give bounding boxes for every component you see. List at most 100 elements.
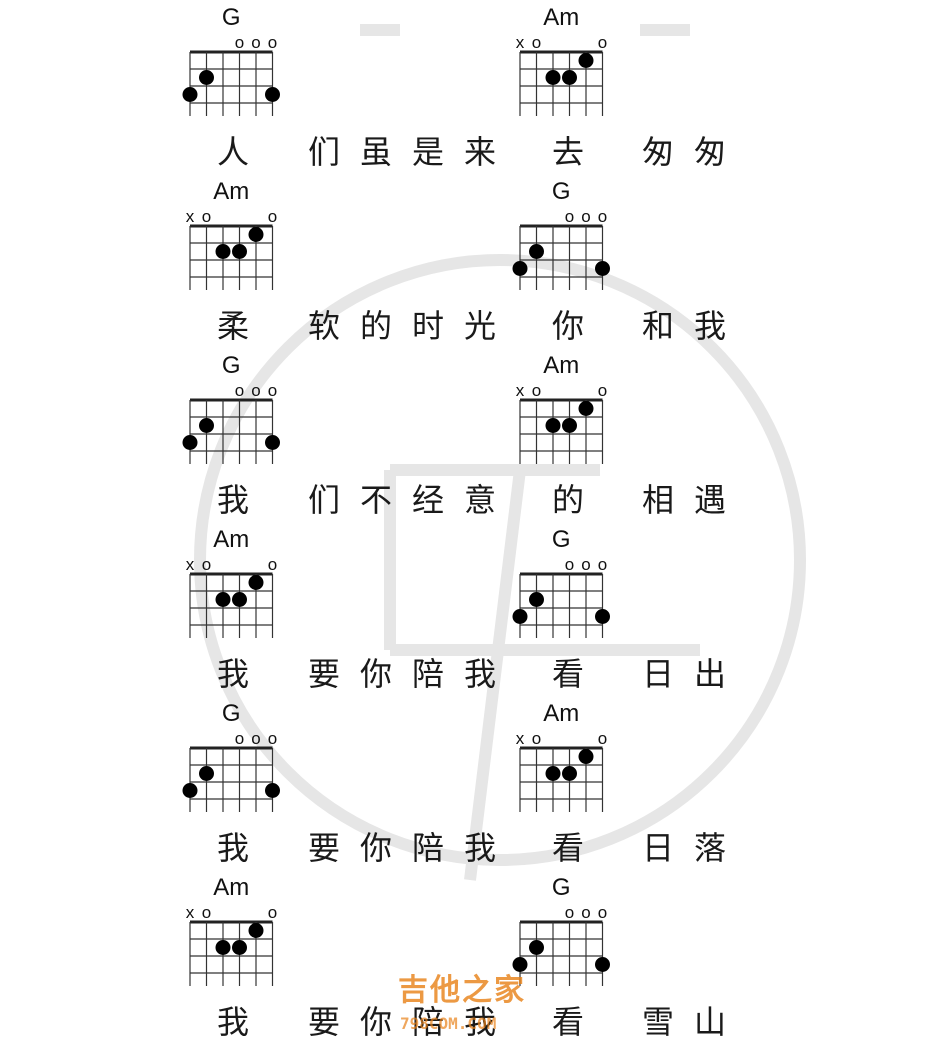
finger-dot — [545, 70, 561, 85]
finger-dot — [529, 940, 544, 955]
chord-name: G — [221, 4, 241, 31]
fretboard-nut — [190, 572, 273, 576]
lyric-char: 们 — [307, 481, 340, 519]
open-string-marker: o — [268, 903, 277, 922]
finger-dot — [512, 957, 528, 972]
open-string-marker: o — [565, 903, 574, 922]
muted-string-marker: x — [516, 729, 525, 748]
chord-name: G — [551, 178, 571, 205]
finger-dot — [578, 749, 594, 764]
lyric-char: 陪 — [411, 655, 444, 693]
lyric-char: 不 — [359, 481, 392, 519]
finger-dot — [595, 957, 610, 972]
lyric-char: 山 — [693, 1003, 726, 1041]
open-string-marker: o — [268, 33, 277, 52]
lyric-char: 遇 — [693, 481, 726, 519]
lyric-char: 是 — [411, 133, 444, 171]
lyric-char: 要 — [307, 1003, 340, 1041]
lyric-char: 我 — [463, 829, 496, 867]
lyric-char: 雪 — [641, 1003, 674, 1041]
finger-dot — [232, 940, 247, 955]
fretboard-nut — [190, 50, 273, 54]
lyric-char: 出 — [693, 655, 726, 693]
finger-dot — [232, 244, 247, 259]
finger-dot — [545, 418, 561, 433]
open-string-marker: o — [235, 381, 244, 400]
chord-name: G — [221, 352, 241, 379]
open-string-marker: o — [268, 207, 277, 226]
fretboard-nut — [520, 398, 603, 402]
lyric-char: 你 — [359, 655, 392, 693]
fretboard-nut — [520, 572, 603, 576]
lyric-char: 我 — [693, 307, 726, 345]
finger-dot — [265, 87, 280, 102]
finger-dot — [545, 766, 561, 781]
site-watermark-url: 798COM.COM — [400, 1014, 497, 1033]
lyric-char: 我 — [216, 655, 249, 693]
finger-dot — [199, 418, 214, 433]
lyric-char: 去 — [551, 133, 584, 171]
finger-dot — [265, 435, 280, 450]
chord-name: G — [551, 874, 571, 901]
open-string-marker: o — [581, 903, 590, 922]
finger-dot — [595, 261, 610, 276]
finger-dot — [578, 401, 594, 416]
fretboard-nut — [520, 50, 603, 54]
lyric-char: 我 — [463, 655, 496, 693]
open-string-marker: o — [598, 207, 607, 226]
open-string-marker: o — [202, 555, 211, 574]
lyric-char: 你 — [359, 1003, 392, 1041]
site-watermark-title: 吉他之家 — [398, 973, 526, 1008]
lyric-char: 柔 — [216, 307, 249, 345]
open-string-marker: o — [235, 729, 244, 748]
lyric-char: 的 — [551, 481, 584, 519]
open-string-marker: o — [565, 555, 574, 574]
lyric-char: 你 — [359, 829, 392, 867]
finger-dot — [199, 766, 214, 781]
muted-string-marker: x — [186, 207, 195, 226]
chord-name: G — [221, 700, 241, 727]
finger-dot — [215, 592, 231, 607]
lyric-char: 意 — [463, 481, 496, 519]
fretboard-nut — [190, 746, 273, 750]
chord-name: Am — [213, 178, 250, 205]
open-string-marker: o — [581, 555, 590, 574]
muted-string-marker: x — [186, 903, 195, 922]
open-string-marker: o — [202, 903, 211, 922]
muted-string-marker: x — [186, 555, 195, 574]
lyric-char: 来 — [463, 133, 496, 171]
chord-name: Am — [543, 4, 580, 31]
lyric-char: 光 — [463, 307, 496, 345]
lyric-char: 陪 — [411, 829, 444, 867]
finger-dot — [562, 70, 577, 85]
lyric-char: 软 — [307, 307, 340, 345]
open-string-marker: o — [268, 555, 277, 574]
finger-dot — [199, 70, 214, 85]
open-string-marker: o — [598, 381, 607, 400]
chord-name: Am — [543, 352, 580, 379]
lyric-char: 匆 — [693, 133, 726, 171]
lyric-char: 我 — [216, 829, 249, 867]
lyric-char: 时 — [411, 307, 444, 345]
open-string-marker: o — [532, 33, 541, 52]
finger-dot — [215, 940, 231, 955]
finger-dot — [215, 244, 231, 259]
lyric-char: 虽 — [359, 133, 392, 171]
finger-dot — [562, 418, 577, 433]
open-string-marker: o — [202, 207, 211, 226]
lyric-char: 日 — [641, 655, 674, 693]
fretboard-nut — [190, 920, 273, 924]
